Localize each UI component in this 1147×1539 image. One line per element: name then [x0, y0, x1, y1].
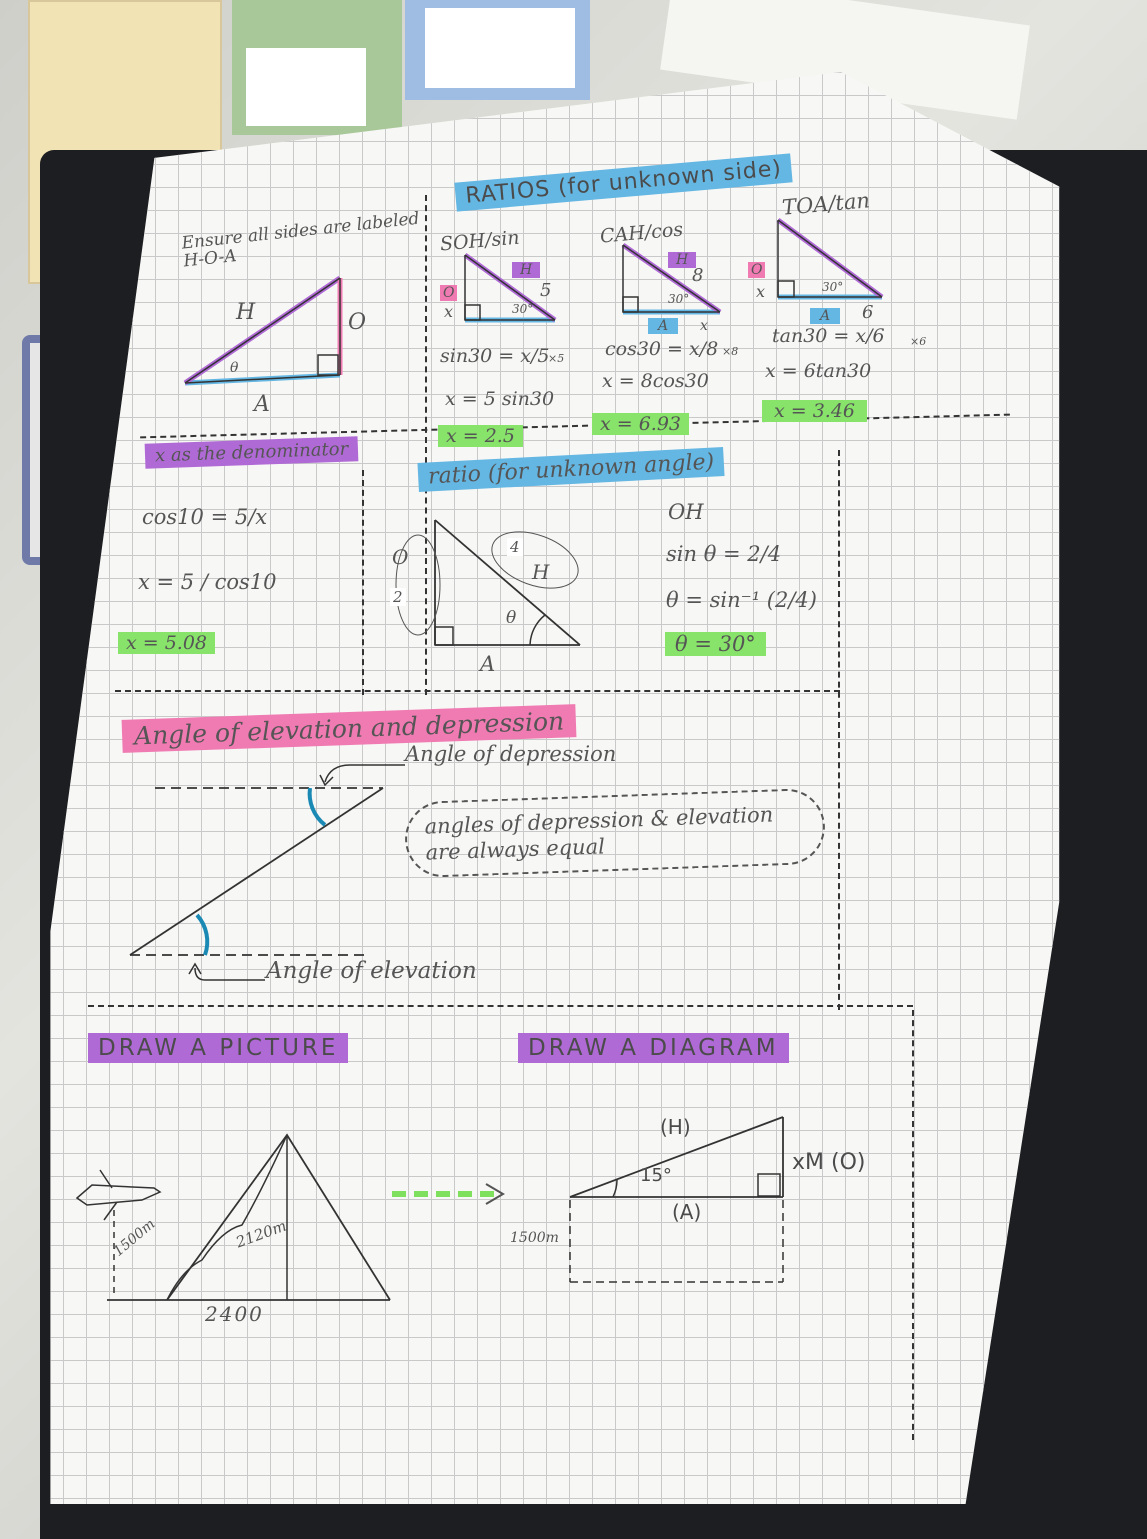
- main-tri-theta: θ: [230, 360, 239, 376]
- main-tri-h: H: [236, 300, 256, 325]
- divider-horizontal-2: [115, 690, 840, 692]
- angle-oh: OH: [668, 500, 704, 524]
- diagram-angle: 15°: [640, 1165, 672, 1186]
- diagram-side-label: xM (O): [792, 1150, 866, 1175]
- divider-horizontal-3: [88, 1005, 913, 1007]
- main-triangle: [183, 275, 343, 386]
- cos-x-label: x: [700, 318, 708, 334]
- mountain-picture: [75, 1133, 391, 1301]
- cos-triangle: [621, 242, 722, 315]
- blue-poster: [405, 0, 590, 100]
- tan-eq1-mult: ×6: [910, 335, 927, 348]
- tan-x-label: x: [756, 282, 766, 301]
- divider-box-angle-right: [838, 450, 840, 1010]
- divider-vertical-top: [425, 195, 427, 695]
- sin-eq2: x = 5 sin30: [445, 388, 555, 410]
- main-tri-o: O: [348, 310, 367, 335]
- angle-eq2: θ = sin⁻¹ (2/4): [666, 588, 817, 612]
- arrow-icon: [392, 1183, 505, 1205]
- diagram-h-label: (H): [660, 1115, 691, 1139]
- angle-a-label: A: [480, 652, 496, 676]
- denominator-eq1: cos10 = 5/x: [142, 505, 268, 529]
- angle-two-label: 2: [390, 588, 406, 606]
- tan-o-label: O: [748, 262, 766, 278]
- diagram-title: DRAW A DIAGRAM: [518, 1033, 789, 1063]
- tan-six-label: 6: [862, 302, 874, 323]
- cos-angle-label: 30°: [668, 292, 690, 306]
- diagram-a-label: (A): [672, 1200, 702, 1224]
- sin-answer: x = 2.5: [438, 425, 523, 447]
- tan-a-label: A: [810, 308, 841, 324]
- angle-o-label: O: [392, 545, 409, 569]
- green-poster: [232, 0, 402, 135]
- cos-eq1: cos30 = x/8: [605, 338, 719, 360]
- sin-triangle: [463, 252, 557, 323]
- angle-theta-label: θ: [506, 608, 517, 628]
- angle-eq1: sin θ = 2/4: [666, 542, 782, 566]
- cos-answer: x = 6.93: [592, 413, 690, 435]
- denominator-eq2: x = 5 / cos10: [138, 570, 277, 594]
- grid-paper-sheet: [50, 72, 1060, 1504]
- cos-eq2: x = 8cos30: [602, 370, 709, 392]
- angle-h-label: H: [532, 560, 550, 584]
- sin-eq1-mult: ×5: [548, 352, 565, 365]
- elevation-label: Angle of elevation: [266, 958, 477, 984]
- sin-angle-label: 30°: [512, 302, 534, 316]
- tan-eq2: x = 6tan30: [765, 360, 872, 382]
- main-tri-a: A: [254, 392, 270, 417]
- angle-triangle: [395, 519, 581, 646]
- angle-four-label: 4: [507, 538, 523, 556]
- depression-label: Angle of depression: [405, 742, 617, 766]
- sin-o-label: O: [440, 285, 458, 301]
- cos-h-label: H: [668, 252, 697, 268]
- picture-title: DRAW A PICTURE: [88, 1033, 349, 1063]
- diagram-height: 1500m: [510, 1230, 559, 1246]
- sin-eq1: sin30 = x/5: [440, 345, 550, 367]
- cos-eight-label: 8: [692, 265, 704, 286]
- angle-answer: θ = 30°: [665, 632, 766, 656]
- sin-five-label: 5: [540, 280, 552, 301]
- tan-angle-label: 30°: [822, 280, 844, 294]
- mountain-base: 2400: [205, 1302, 264, 1326]
- cloud-note: angles of depression & elevation are alw…: [403, 787, 827, 879]
- cos-a-label: A: [648, 318, 679, 334]
- elevation-diagram: [129, 764, 405, 981]
- sin-h-label: H: [512, 262, 541, 278]
- divider-vertical-right: [912, 1010, 914, 1440]
- tan-answer: x = 3.46: [762, 400, 868, 422]
- denominator-answer: x = 5.08: [118, 632, 216, 654]
- cos-eq1-mult: ×8: [722, 345, 739, 358]
- sin-x-label: x: [444, 302, 454, 321]
- diagram-triangle: [569, 1116, 784, 1283]
- tan-eq1: tan30 = x/6: [772, 325, 885, 347]
- tan-triangle: [776, 217, 884, 300]
- divider-box-angle-left: [362, 470, 364, 695]
